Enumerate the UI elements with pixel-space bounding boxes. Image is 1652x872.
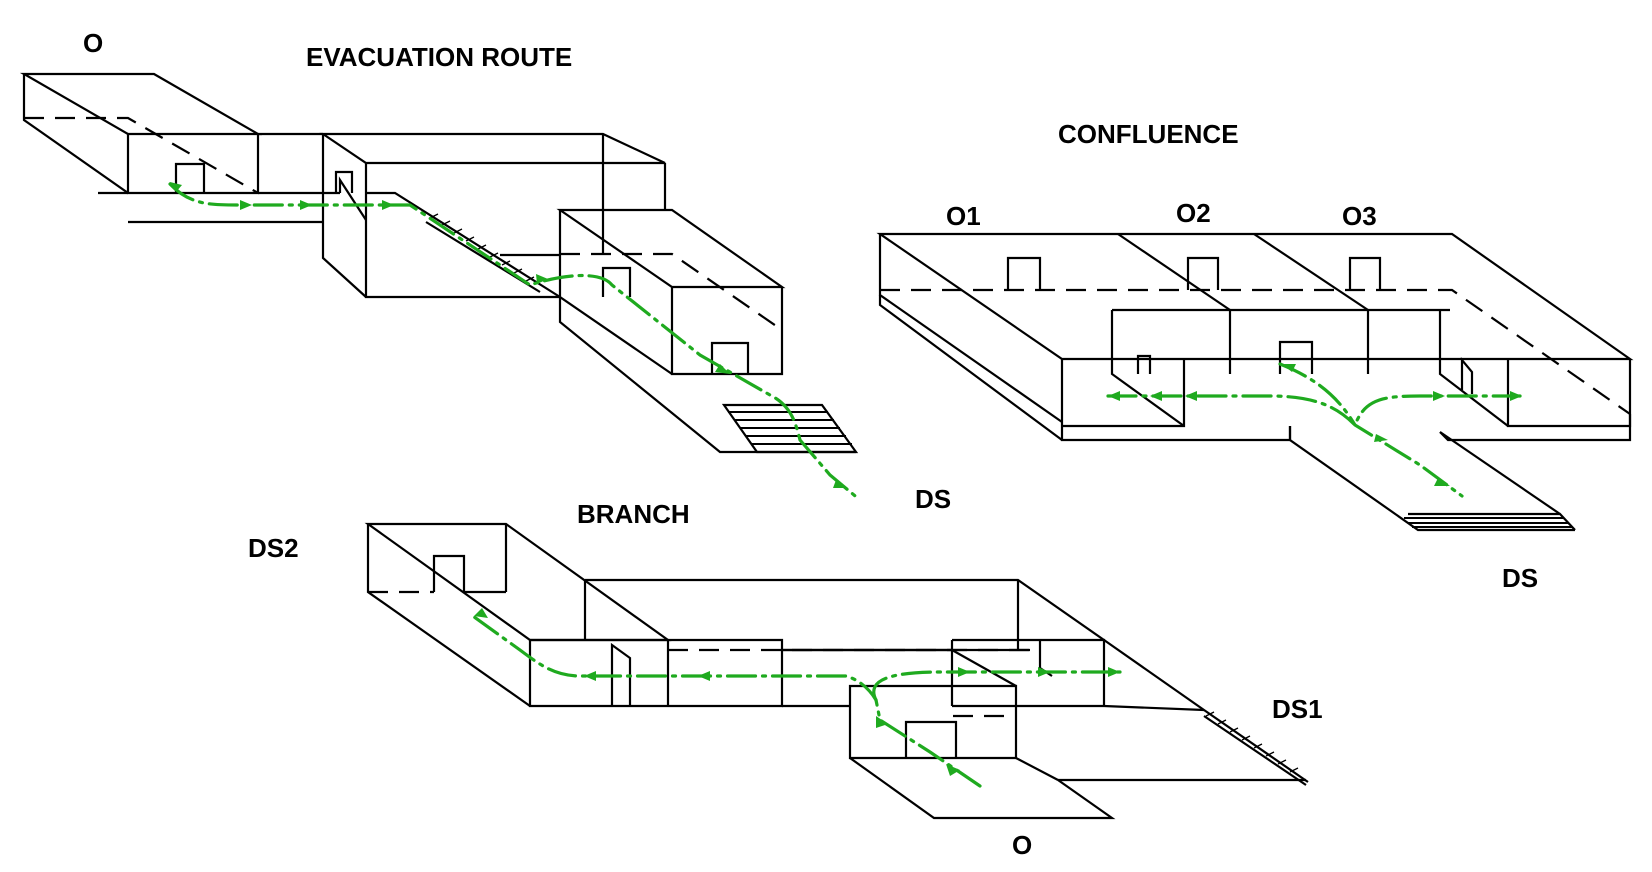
branch-ramp-hatching xyxy=(1203,711,1307,786)
evacuation-exit-stairs xyxy=(721,403,859,454)
branch-scene: BRANCH DS2 DS1 O xyxy=(248,499,1323,860)
confluence-scene: CONFLUENCE O1 O2 O3 DS xyxy=(876,119,1634,593)
branch-destination2-label: DS2 xyxy=(248,533,299,563)
evacuation-destination-label: DS xyxy=(915,484,951,514)
branch-origin-label: O xyxy=(1012,830,1032,860)
confluence-route-path xyxy=(1106,362,1522,498)
evacuation-route-path xyxy=(168,182,862,502)
branch-right-room xyxy=(952,638,1309,786)
branch-title: BRANCH xyxy=(577,499,690,529)
confluence-title: CONFLUENCE xyxy=(1058,119,1239,149)
branch-route-path xyxy=(468,608,1122,788)
evacuation-corridor xyxy=(128,132,340,224)
confluence-destination-label: DS xyxy=(1502,563,1538,593)
branch-junction-room xyxy=(782,640,1018,760)
confluence-origin-rooms xyxy=(876,232,1634,441)
confluence-origin2-label: O2 xyxy=(1176,198,1211,228)
branch-destination1-label: DS1 xyxy=(1272,694,1323,724)
evacuation-route-title: EVACUATION ROUTE xyxy=(306,42,572,72)
evacuation-route-scene: O EVACUATION ROUTE DS xyxy=(19,28,951,514)
confluence-front-wall xyxy=(1060,308,1632,442)
confluence-origin1-label: O1 xyxy=(946,201,981,231)
evacuation-second-room xyxy=(319,132,667,299)
evacuation-first-room xyxy=(19,72,263,195)
branch-left-room xyxy=(364,522,672,707)
confluence-exit-corridor xyxy=(1288,426,1576,532)
evacuation-origin-label: O xyxy=(83,28,103,58)
evacuation-third-room xyxy=(556,208,856,454)
confluence-origin3-label: O3 xyxy=(1342,201,1377,231)
branch-middle-room xyxy=(528,578,1105,708)
branch-origin-corridor xyxy=(849,757,1306,820)
